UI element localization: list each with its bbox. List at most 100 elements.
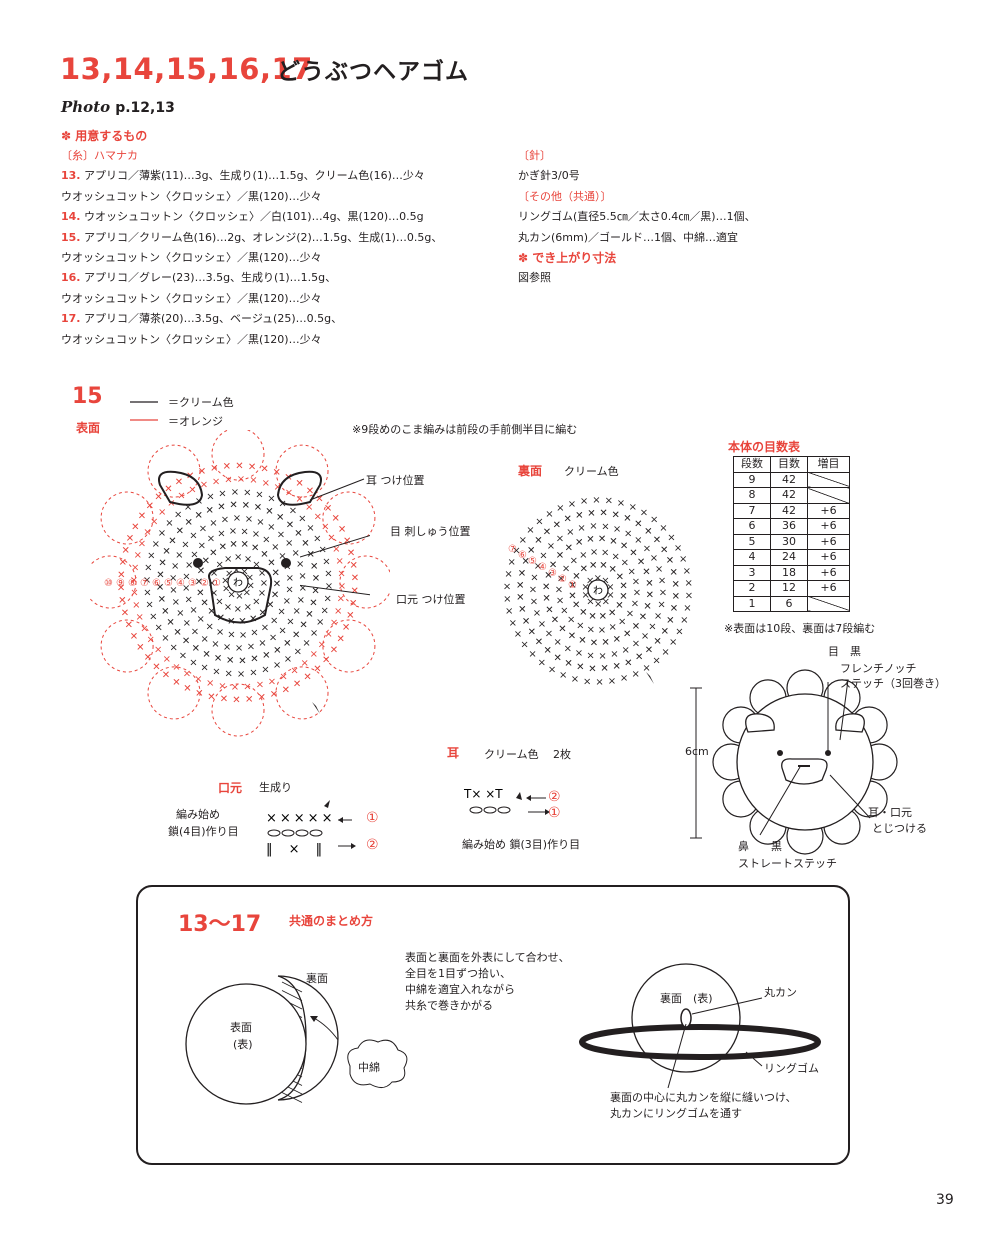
mouth-chart: ××××× ‖ × ‖: [266, 800, 356, 857]
stitch-symbol: ×: [256, 680, 264, 691]
stitch-symbol: ×: [685, 578, 693, 589]
stitch-symbol: ✕: [209, 548, 217, 559]
stitch-symbol: ✕: [306, 486, 314, 497]
stitch-symbol: ✕: [126, 533, 134, 544]
back-piece-outer: [277, 975, 339, 1101]
stitch-symbol: ✕: [265, 507, 273, 518]
stitch-symbol: ✕: [568, 631, 576, 642]
stitch-symbol: ×: [181, 540, 189, 551]
stitch-symbol: ✕: [579, 608, 587, 619]
stitch-symbol: ✕: [245, 695, 253, 706]
back-chart: ××××××××××✕✕✕✕✕✕✕✕✕✕✕✕✕✕✕✕××××××××××××××…: [503, 495, 693, 686]
stitch-symbol: ✕: [653, 535, 661, 546]
stitch-symbol: ✕: [273, 645, 281, 656]
ear-arrow-right-icon: [545, 809, 550, 815]
back-color: クリーム色: [564, 465, 619, 478]
count-header-increase: 増目: [807, 456, 850, 473]
stitch-symbol: ×: [274, 482, 282, 493]
mouth-chain-1: [267, 829, 281, 837]
ear-chain-2: [483, 806, 497, 814]
stitch-symbol: ✕: [661, 626, 669, 637]
pattern-numbers: 13,14,15,16,17: [60, 52, 313, 86]
stitch-symbol: ×: [210, 588, 218, 599]
nose-stitch-label: ストレートステッチ: [738, 857, 837, 870]
stitch-symbol: ×: [617, 498, 625, 509]
stitch-symbol: ×: [624, 529, 632, 540]
row-mark: ⑦: [508, 544, 517, 555]
stitch-symbol: ✕: [283, 638, 291, 649]
row-mark: ③: [188, 578, 197, 589]
stitch-symbol: ✕: [259, 608, 267, 619]
stitch-symbol: ✕: [544, 571, 552, 582]
stitch-symbol: ×: [643, 543, 651, 554]
stitch-symbol: ×: [176, 608, 184, 619]
back-end-arrow-icon: [646, 672, 654, 684]
stitch-symbol: ×: [286, 573, 294, 584]
stitch-symbol: ×: [321, 606, 329, 617]
stitch-symbol: ✕: [162, 547, 170, 558]
stitch-symbol: ✕: [238, 656, 246, 667]
stitch-symbol: ✕: [168, 536, 176, 547]
stitch-symbol: ×: [567, 614, 575, 625]
stitch-symbol: ×: [240, 526, 248, 537]
mouth-row2-stitches: ×××××: [266, 811, 335, 826]
stitch-symbol: ✕: [572, 571, 580, 582]
page-number: 39: [936, 1192, 954, 1208]
stitch-symbol: ✕: [549, 560, 557, 571]
stitch-symbol: ×: [206, 491, 214, 502]
stitch-symbol: ✕: [349, 598, 357, 609]
stitch-symbol: ×: [598, 625, 606, 636]
stitch-symbol: ✕: [119, 558, 127, 569]
stitch-symbol: ×: [545, 629, 553, 640]
stitch-symbol: ✕: [282, 685, 290, 696]
stitch-symbol: ✕: [342, 623, 350, 634]
left-eye-dot: [193, 558, 203, 568]
stitch-symbol: ×: [555, 584, 563, 595]
ring-instruction-1: 裏面の中心に丸カンを縦に縫いつけ、: [610, 1091, 797, 1104]
stitch-symbol: ×: [206, 678, 214, 689]
stitch-symbol: ×: [249, 668, 257, 679]
row-mark: ③: [548, 568, 557, 579]
mouth-chain-3: [295, 829, 309, 837]
right-eye-dot: [281, 558, 291, 568]
row9-note: ※9段めのこま編みは前段の手前側半目に編む: [352, 423, 578, 436]
stitch-symbol: ×: [330, 618, 338, 629]
count-header-rows: 段数: [733, 456, 771, 473]
stuffing-label: 中綿: [358, 1061, 380, 1074]
stitch-symbol: ✕: [609, 536, 617, 547]
stitch-symbol: ✕: [195, 688, 203, 699]
assembly-instruction-3: 中綿を適宜入れながら: [405, 983, 515, 996]
stitch-symbol: ✕: [315, 494, 323, 505]
size-heading: ✽ でき上がり寸法: [518, 251, 617, 266]
stitch-symbol: ×: [310, 649, 318, 660]
assembly-instructions: 表面と裏面を外表にして合わせ、 全目を1目ずつ拾い、 中綿を適宜入れながら 共糸…: [405, 950, 570, 1014]
stitch-symbol: ✕: [156, 582, 164, 593]
stitch-symbol: ×: [581, 582, 589, 593]
stitch-symbol: ✕: [672, 592, 680, 603]
front-center-label: わ: [233, 577, 243, 589]
stitch-symbol: ×: [130, 588, 138, 599]
stitch-symbol: ×: [247, 581, 255, 592]
count-table-cell: 42: [770, 487, 808, 504]
stitch-symbol: ×: [183, 669, 191, 680]
stitch-symbol: ×: [669, 637, 677, 648]
stitch-symbol: ✕: [332, 514, 340, 525]
mouth-start-arrow-icon: [324, 800, 330, 808]
stitch-symbol: ×: [285, 585, 293, 596]
stitch-symbol: ✕: [146, 501, 154, 512]
ear-row-two-mark: ②: [548, 789, 561, 805]
stitch-symbol: ✕: [564, 658, 572, 669]
petal-scallop: [147, 666, 201, 720]
stitch-symbol: ×: [337, 594, 345, 605]
stitch-symbol: ✕: [578, 636, 586, 647]
stitch-symbol: ×: [325, 581, 333, 592]
stitch-symbol: ×: [165, 518, 173, 529]
stitch-symbol: ✕: [303, 672, 311, 683]
front-petal-border: [90, 430, 390, 737]
mouth-color: 生成り: [259, 781, 292, 794]
row-mark: ④: [176, 578, 185, 589]
eye-stitch-line-1: フレンチノッチ: [840, 662, 917, 675]
